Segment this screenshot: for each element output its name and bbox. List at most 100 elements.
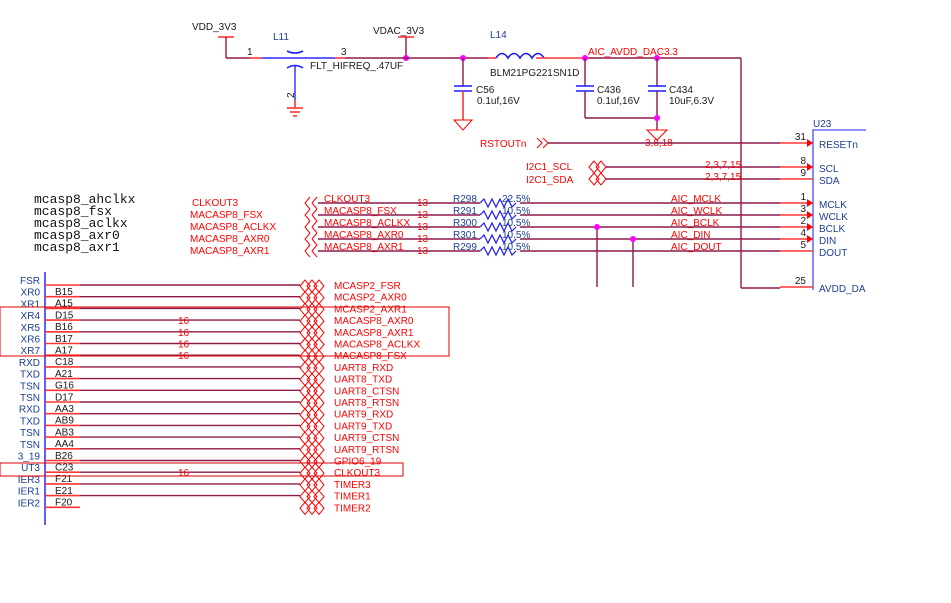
u23-pin-name: DOUT xyxy=(819,248,847,259)
soc-net-name: UART9_RXD xyxy=(334,410,393,421)
soc-pin-function: TSN xyxy=(20,440,40,451)
u23-pin-number: 1 xyxy=(800,192,806,203)
soc-pin-function: XR7 xyxy=(21,346,41,357)
aic-net-name: AIC_DOUT xyxy=(671,242,722,253)
bidir-connector-icon xyxy=(299,419,325,434)
audio-net-page: 13 xyxy=(417,246,429,257)
resistor-ref: R301 xyxy=(453,230,477,241)
l14-ref: L14 xyxy=(490,30,507,41)
soc-net-name: UART9_TXD xyxy=(334,421,392,432)
soc-pin-function: XR1 xyxy=(21,299,41,310)
soc-net-name: TIMER2 xyxy=(334,503,371,514)
soc-pin-function: XR5 xyxy=(21,323,41,334)
resistor-ref: R300 xyxy=(453,218,477,229)
offpage-connector-icon xyxy=(304,220,318,234)
soc-ball-id: F20 xyxy=(55,498,73,509)
soc-net-page: 16 xyxy=(178,316,190,327)
aic-avdd-net-label: AIC_AVDD_DAC3.3 xyxy=(588,47,678,58)
resistor-value: 22.5% xyxy=(502,194,530,205)
red-label: MACASP8_AXR1 xyxy=(190,246,270,257)
soc-net-page: 16 xyxy=(178,468,190,479)
soc-net-name: UART8_TXD xyxy=(334,375,392,386)
l11-pin1: 1 xyxy=(247,47,253,58)
audio-net-page: 13 xyxy=(417,222,429,233)
soc-ball-id: AB3 xyxy=(55,427,74,438)
resistor-icon xyxy=(479,221,517,233)
red-label: MACASP8_ACLKX xyxy=(190,222,276,233)
audio-net-name: MACASP8_ACLKX xyxy=(324,218,410,229)
resistor-value: 10.5% xyxy=(502,218,530,229)
soc-ball-id: C23 xyxy=(55,463,74,474)
bidir-connector-icon xyxy=(299,302,325,317)
resistor-icon xyxy=(479,245,517,257)
soc-ball-id: AB9 xyxy=(55,416,74,427)
soc-net-page: 16 xyxy=(178,351,190,362)
soc-pin-function: TSN xyxy=(20,428,40,439)
resistor-value: 10.5% xyxy=(502,242,530,253)
i2c-scl-label: I2C1_SCL xyxy=(526,162,573,173)
soc-net-name: MCASP2_AXR1 xyxy=(334,304,407,315)
soc-pin-function: XR0 xyxy=(21,288,41,299)
soc-net-name: MCASP2_AXR0 xyxy=(334,293,407,304)
bidir-connector-icon xyxy=(299,489,325,504)
soc-net-name: GPIO6_19 xyxy=(334,457,382,468)
soc-net-name: UART8_CTSN xyxy=(334,386,399,397)
soc-net-page: 16 xyxy=(178,340,190,351)
vdd-3v3-power: VDD_3V3 xyxy=(192,22,237,58)
u23-pin-number: 8 xyxy=(800,156,806,167)
soc-pin-function: TSN xyxy=(20,381,40,392)
offpage-connector-icon xyxy=(304,196,318,210)
aic-net-name: AIC_WCLK xyxy=(671,206,722,217)
soc-ball-id: E21 xyxy=(55,486,73,497)
resistor-ref: R298 xyxy=(453,194,477,205)
soc-ball-id: G16 xyxy=(55,381,74,392)
soc-ball-id: A21 xyxy=(55,369,73,380)
soc-ball-id: B26 xyxy=(55,451,73,462)
bidir-connector-icon xyxy=(299,454,325,469)
soc-pin-function: RXD xyxy=(19,358,40,369)
resistor-value: 10.5% xyxy=(502,206,530,217)
l11-ref: L11 xyxy=(273,32,289,43)
bidir-connector-icon xyxy=(299,290,325,305)
bidir-connector-icon xyxy=(299,407,325,422)
i2c-scl-pages: 2,3,7,15 xyxy=(705,160,742,171)
soc-ball-id: A15 xyxy=(55,299,73,310)
red-label: MACASP8_FSX xyxy=(190,210,263,221)
soc-pin-function: 3_19 xyxy=(18,452,41,463)
soc-net-name: MACASP8_AXR1 xyxy=(334,328,414,339)
c434-value: 10uF,6.3V xyxy=(669,96,714,107)
i2c-nets: I2C1_SCL I2C1_SDA 2,3,7,15 2,3,7,15 xyxy=(526,160,780,186)
bidir-connector-icon xyxy=(299,443,325,457)
pin-arrow-icon xyxy=(807,211,813,219)
c434-capacitor: C434 10uF,6.3V 3,8,18 xyxy=(645,58,714,149)
pin-arrow-icon xyxy=(807,139,813,147)
u23-pin-name: RESETn xyxy=(819,140,858,151)
u23-pin-name: SCL xyxy=(819,164,839,175)
bidir-connector-icon xyxy=(299,279,325,293)
bidir-connector-icon xyxy=(299,431,325,445)
u23-pin-number: 25 xyxy=(795,276,807,287)
soc-ball-id: AA3 xyxy=(55,404,74,415)
soc-pin-function: XR6 xyxy=(21,335,41,346)
u23-pin-name: DIN xyxy=(819,236,836,247)
rstout-net: RSTOUTn xyxy=(480,137,780,150)
u23-pin-name: WCLK xyxy=(819,212,848,223)
i2c-sda-pages: 2,3,7,15 xyxy=(705,172,742,183)
pin-arrow-icon xyxy=(807,163,813,171)
u23-pin-number: 2 xyxy=(800,216,806,227)
c436-ref: C436 xyxy=(597,85,621,96)
u23-ref: U23 xyxy=(813,119,832,130)
soc-ball-id: B15 xyxy=(55,287,73,298)
